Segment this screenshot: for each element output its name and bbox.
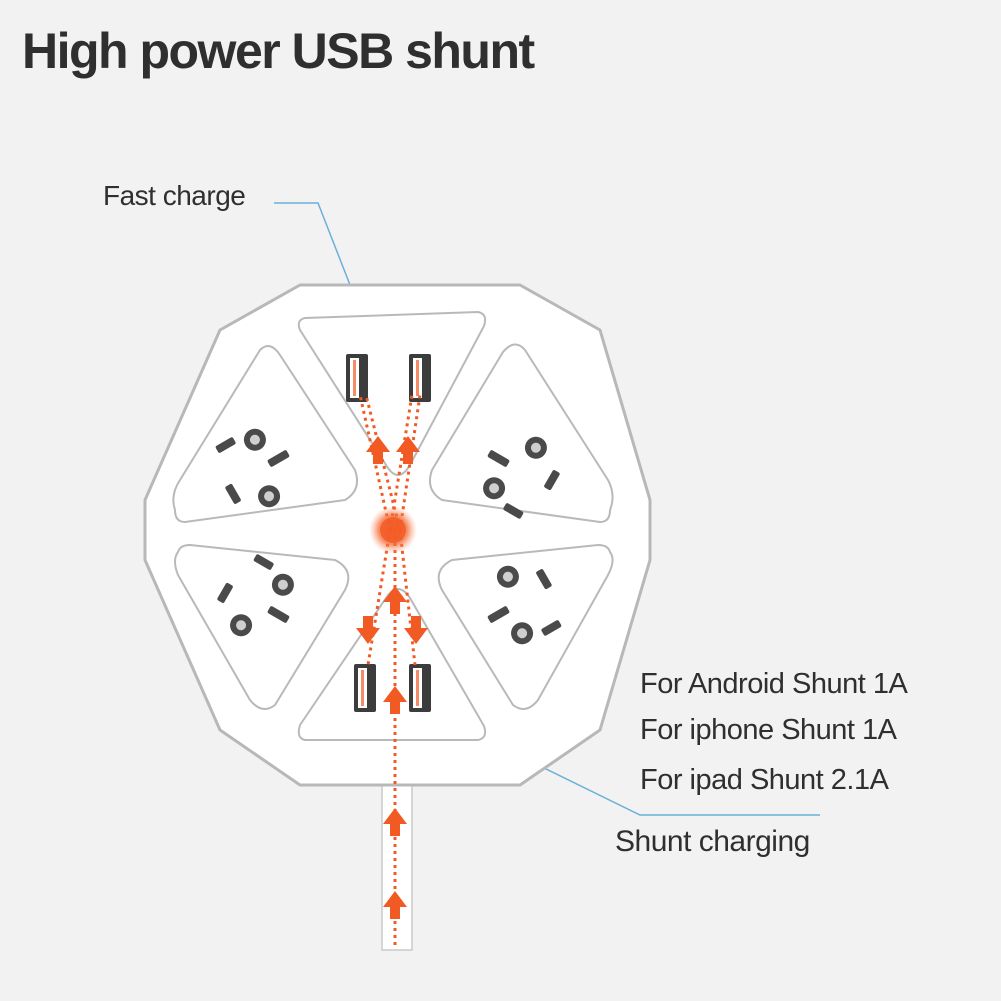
panel-upper-left — [172, 345, 358, 523]
usb-port-icon — [346, 354, 368, 402]
panel-upper-right — [429, 343, 614, 523]
panel-lower-left — [174, 544, 350, 710]
panel-bottom — [297, 588, 487, 741]
fast-charge-label: Fast charge — [103, 180, 246, 211]
usb-port-icon — [409, 354, 431, 402]
shunt-charging-label: Shunt charging — [615, 825, 810, 858]
power-cable — [381, 769, 413, 951]
page-title: High power USB shunt — [22, 23, 535, 79]
spec-android: For Android Shunt 1A — [640, 668, 908, 700]
usb-port-icon — [354, 664, 376, 712]
usb-port-icon — [409, 664, 431, 712]
spec-iphone: For iphone Shunt 1A — [640, 714, 897, 746]
fast-charge-callout-line — [274, 202, 353, 291]
spec-ipad: For ipad Shunt 2.1A — [640, 764, 889, 796]
